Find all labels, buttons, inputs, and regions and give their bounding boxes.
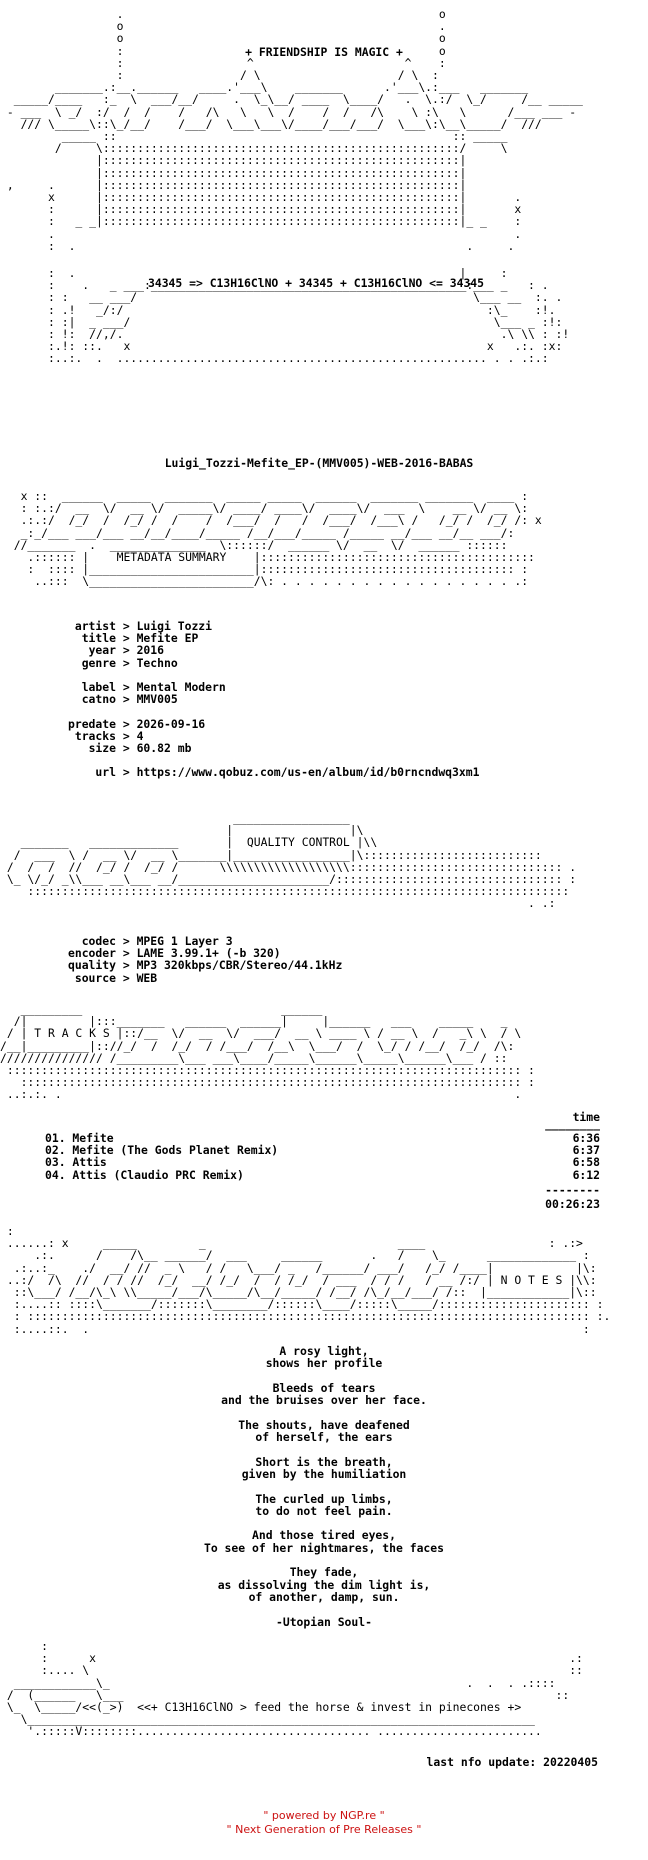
quality-field-key: source	[74, 970, 116, 985]
total-time: 00:26:23	[545, 1197, 600, 1211]
metadata-field-key: artist	[74, 619, 116, 633]
metadata-field-key: year	[88, 643, 116, 658]
metadata-field-separator: >	[116, 680, 137, 695]
metadata-field-key: url	[95, 765, 116, 780]
metadata-field-row: predate > 2026-09-16	[60, 716, 620, 731]
metadata-field-value: 60.82 mb	[136, 741, 192, 756]
quality-field-key: encoder	[67, 946, 116, 961]
metadata-field-separator: >	[116, 619, 137, 633]
last-update: last nfo update: 20220405	[426, 1755, 598, 1769]
quality-logo-art: _________________ | |\ _______ _________…	[6, 811, 577, 911]
metadata-field-separator: >	[116, 728, 137, 743]
quality-field-row: codec > MPEG 1 Layer 3	[60, 935, 620, 947]
quality-field-value: LAME 3.99.1+ (-b 320)	[136, 946, 281, 961]
tracks-logo-art: _________ ______ /| |:::_______ ______ _…	[0, 1002, 535, 1102]
metadata-field-value: Mental Modern	[136, 680, 226, 695]
metadata-field-key: catno	[81, 692, 116, 707]
metadata-field-row: title > Mefite EP	[60, 632, 620, 644]
total-rule: --------	[545, 1183, 600, 1197]
metadata-field-value: 2016	[136, 643, 165, 658]
metadata-logo-art: x :: ______ _____ _______ _____ _____ __…	[13, 489, 542, 589]
footer-powered-by: " powered by NGP.re "	[263, 1809, 385, 1822]
release-name: Luigi_Tozzi-Mefite_EP-(MMV005)-WEB-2016-…	[164, 456, 474, 470]
quality-field-separator: >	[116, 946, 137, 961]
metadata-field-value: MMV005	[136, 692, 178, 707]
metadata-field-separator: >	[116, 716, 137, 731]
banner-text: + FRIENDSHIP IS MAGIC +	[245, 45, 403, 59]
quality-field-separator: >	[116, 958, 137, 973]
track-title: 03. Attis	[45, 1155, 107, 1170]
equation-line: 34345 => C13H16ClNO + 34345 + C13H16ClNO…	[147, 276, 485, 290]
metadata-field-value: Techno	[136, 655, 178, 670]
metadata-field-separator: >	[116, 643, 137, 658]
quality-field-value: MP3 320kbps/CBR/Stereo/44.1kHz	[136, 958, 343, 973]
track-title: 04. Attis (Claudio PRC Remix)	[45, 1167, 244, 1182]
metadata-field-row: size > 60.82 mb	[60, 742, 620, 754]
track-title: 01. Mefite	[45, 1131, 114, 1145]
quality-field-separator: >	[116, 970, 137, 985]
metadata-field-separator: >	[116, 741, 137, 756]
header-art: . o o . o o :	[6, 7, 583, 253]
metadata-field-row: tracks > 4	[60, 730, 620, 742]
track-time: 6:12	[572, 1167, 600, 1182]
quality-field-value: MPEG 1 Layer 3	[136, 934, 233, 948]
quality-field-row: quality > MP3 320kbps/CBR/Stereo/44.1kHz	[60, 959, 620, 971]
metadata-field-row: label > Mental Modern	[60, 681, 620, 693]
metadata-field-separator: >	[116, 631, 137, 646]
metadata-field-key: title	[81, 631, 116, 646]
quality-field-row: source > WEB	[60, 970, 620, 985]
metadata-field-row: catno > MMV005	[60, 693, 620, 705]
track-time: 6:36	[572, 1131, 600, 1145]
track-time: 6:58	[572, 1155, 600, 1170]
metadata-field-row: artist > Luigi Tozzi	[60, 620, 620, 632]
metadata-field-key: size	[88, 741, 116, 756]
metadata-field-value: Luigi Tozzi	[136, 619, 213, 633]
track-time: 6:37	[572, 1143, 600, 1158]
metadata-field-separator: >	[116, 692, 137, 707]
time-rule: ________	[545, 1117, 600, 1131]
metadata-field-value: https://www.qobuz.com/us-en/album/id/b0r…	[136, 765, 480, 780]
metadata-field-key: label	[81, 680, 116, 695]
metadata-field-row: genre > Techno	[60, 655, 620, 670]
quality-field-row: encoder > LAME 3.99.1+ (-b 320)	[60, 947, 620, 959]
quality-field-key: codec	[81, 934, 116, 948]
metadata-field-separator: >	[116, 655, 137, 670]
footer-ngp: " Next Generation of Pre Releases "	[226, 1823, 422, 1836]
metadata-field-key: genre	[81, 655, 116, 670]
metadata-field-row: url > https://www.qobuz.com/us-en/album/…	[60, 766, 620, 778]
metadata-field-value: 4	[136, 728, 144, 743]
quality-field-key: quality	[67, 958, 116, 973]
notes-logo-art: : ......: x _____ _ ____ : .:> .:. / /\_…	[6, 1224, 611, 1336]
quality-field-value: WEB	[136, 970, 158, 985]
metadata-field-row: year > 2016	[60, 644, 620, 656]
track-title: 02. Mefite (The Gods Planet Remix)	[45, 1143, 279, 1158]
metadata-field-value: Mefite EP	[136, 631, 199, 646]
poem: A rosy light, shows her profile Bleeds o…	[203, 1344, 445, 1629]
quality-field-separator: >	[116, 934, 137, 948]
metadata-field-key: tracks	[74, 728, 116, 743]
header-art-lower: : . | : : . _ ___:______________________…	[48, 266, 570, 366]
metadata-field-separator: >	[116, 765, 137, 780]
metadata-field-key: predate	[67, 716, 116, 731]
metadata-field-value: 2026-09-16	[136, 716, 206, 731]
time-header: time	[572, 1110, 600, 1124]
tail-art: : : x .: :.... \ :: ____________\_	[6, 1639, 583, 1739]
